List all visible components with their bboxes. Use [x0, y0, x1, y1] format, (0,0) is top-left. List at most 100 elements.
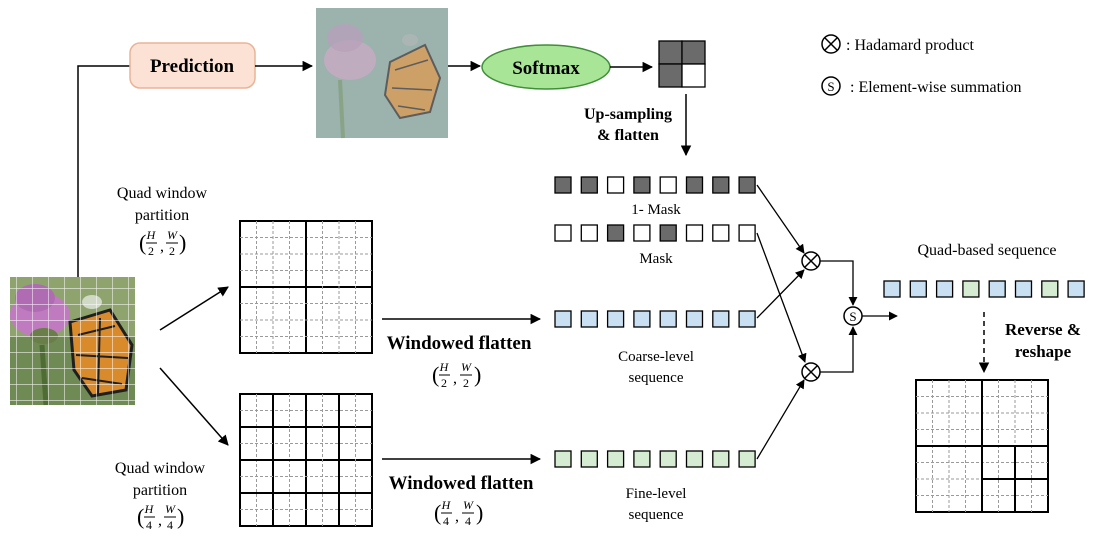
quad-top-paren-open: ( — [139, 230, 146, 255]
quad-bottom-paren-close: ) — [177, 504, 184, 529]
mask-cell — [712, 224, 730, 242]
windowed-bottom-size: ( H 4 , W 4 ) — [434, 498, 483, 528]
quad-based-sequence — [883, 280, 1085, 298]
one-minus-mask-cell — [712, 176, 730, 194]
coarse-cell — [633, 310, 651, 328]
windowed-bottom-comma: , — [455, 508, 459, 525]
prediction-image — [316, 8, 448, 139]
one-minus-mask-sequence — [554, 176, 756, 194]
windowed-bottom-h: H — [441, 498, 452, 512]
quad-top-comma: , — [160, 238, 164, 255]
coarse-to-hadamard-top — [756, 269, 805, 319]
one-minus-mask-cell — [685, 176, 704, 194]
mask-to-hadamard-bottom — [756, 232, 807, 363]
quad-bottom-h-den: 4 — [146, 518, 152, 532]
fine-label-line1: Fine-level — [626, 486, 687, 502]
one-minus-mask-cell — [580, 176, 598, 194]
mask-cell — [685, 224, 704, 242]
quad-based-cell — [1067, 280, 1085, 298]
softmax-label: Softmax — [512, 58, 580, 79]
fine-cell — [554, 450, 572, 468]
fine-cell — [738, 450, 756, 468]
softmax-output-grid — [658, 40, 706, 88]
windowed-bottom-w: W — [463, 498, 474, 512]
coarse-cell — [685, 310, 704, 328]
windowed-top-w-den: 2 — [463, 376, 469, 390]
windowed-top-h: H — [439, 360, 450, 374]
coarse-cell — [712, 310, 730, 328]
windowed-bottom-h-den: 4 — [443, 514, 449, 528]
quad-partition-top-label: Quad window partition ( H 2 , W 2 ) — [117, 185, 208, 258]
quad-top-line1: Quad window — [117, 185, 208, 202]
one-minus-mask-cell — [659, 176, 677, 194]
quad-bottom-line2: partition — [133, 482, 187, 499]
input-to-prediction-line — [77, 65, 130, 277]
one-minus-mask-cell — [554, 176, 572, 194]
hadamard-bottom-to-sum — [820, 326, 858, 373]
summation-legend-symbol: S — [827, 79, 834, 94]
mask-sequence — [554, 224, 756, 242]
fine-cell — [606, 450, 625, 468]
quad-bottom-h: H — [144, 502, 155, 516]
softmax-grid-cell — [658, 63, 683, 88]
input-to-coarse-partition-arrow — [159, 286, 229, 331]
hadamard-top-to-sum — [820, 260, 858, 306]
windowed-top-comma: , — [453, 370, 457, 387]
coarse-cell — [554, 310, 572, 328]
quad-top-w: W — [167, 228, 178, 242]
fine-partition-grid — [239, 393, 373, 527]
fine-to-hadamard-bottom — [756, 379, 805, 460]
mask-label: Mask — [639, 251, 673, 267]
quad-partition-bottom-label: Quad window partition ( H 4 , W 4 ) — [115, 460, 206, 532]
legend: : Hadamard product S : Element-wise summ… — [821, 34, 1022, 96]
windowed-bottom-paren-close: ) — [476, 500, 483, 525]
one-minus-mask-cell — [738, 176, 756, 194]
mask-cell — [606, 224, 625, 242]
summation-icon: S — [843, 306, 863, 326]
fine-cell — [580, 450, 598, 468]
fine-cell — [659, 450, 677, 468]
quad-bottom-paren-open: ( — [137, 504, 144, 529]
quad-based-cell — [1041, 280, 1059, 298]
input-image — [10, 277, 135, 406]
quad-top-h: H — [146, 228, 157, 242]
reshaped-output-grid — [915, 379, 1049, 513]
one-minus-mask-cell — [606, 176, 625, 194]
quad-based-cell — [962, 280, 980, 298]
reverse-label-line2: reshape — [1015, 342, 1072, 361]
prediction-label: Prediction — [150, 56, 235, 77]
coarse-cell — [738, 310, 756, 328]
hadamard-top-icon — [801, 251, 821, 271]
windowed-bottom-w-den: 4 — [465, 514, 471, 528]
quad-based-sequence-label: Quad-based sequence — [917, 242, 1056, 259]
one-minus-mask-cell — [633, 176, 651, 194]
summation-symbol: S — [849, 309, 856, 324]
quad-top-h-den: 2 — [148, 244, 154, 258]
coarse-label-line1: Coarse-level — [618, 349, 694, 365]
coarse-label-line2: sequence — [629, 370, 684, 386]
upsampling-label-line2: & flatten — [597, 127, 659, 144]
windowed-bottom-paren-open: ( — [434, 500, 441, 525]
mask-cell — [738, 224, 756, 242]
mask-cell — [580, 224, 598, 242]
quad-bottom-w: W — [165, 502, 176, 516]
quad-bottom-w-den: 4 — [167, 518, 173, 532]
windowed-top-paren-close: ) — [474, 362, 481, 387]
windowed-top-paren-open: ( — [432, 362, 439, 387]
windowed-top-w: W — [461, 360, 472, 374]
input-to-fine-partition-arrow — [159, 367, 229, 446]
windowed-flatten-bottom-label: Windowed flatten — [389, 473, 534, 494]
coarse-partition-grid — [239, 220, 373, 354]
hadamard-legend-label: : Hadamard product — [846, 37, 975, 54]
mask-cell — [633, 224, 651, 242]
fine-cell — [633, 450, 651, 468]
upsampling-label-line1: Up-sampling — [584, 106, 672, 123]
quad-based-cell — [935, 280, 954, 298]
fine-level-sequence — [554, 450, 756, 468]
coarse-cell — [659, 310, 677, 328]
quad-top-paren-close: ) — [179, 230, 186, 255]
summation-legend-label: : Element-wise summation — [850, 79, 1022, 96]
one-minus-mask-label: 1- Mask — [631, 202, 681, 218]
hadamard-bottom-icon — [801, 362, 821, 382]
quad-bottom-line1: Quad window — [115, 460, 206, 477]
